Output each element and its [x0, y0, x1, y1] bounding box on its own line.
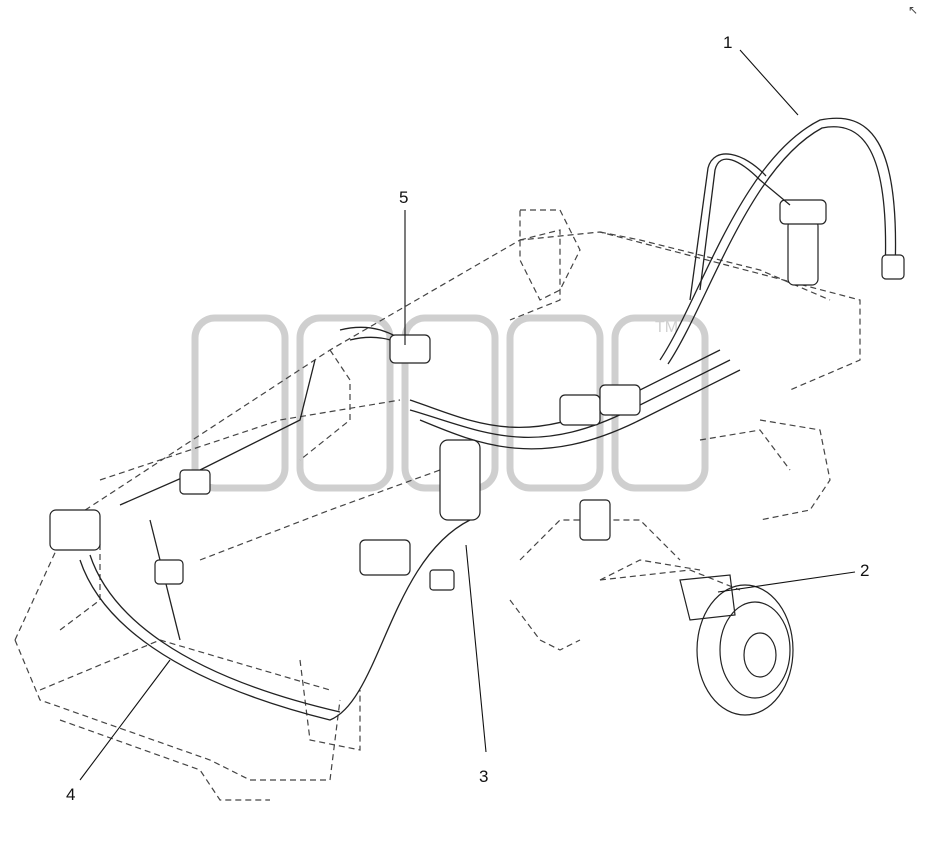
leader-3	[465, 544, 487, 753]
callout-1: 1	[723, 33, 732, 52]
corner-mark: ↖	[908, 3, 918, 17]
leader-lines	[79, 49, 856, 781]
callout-5: 5	[399, 188, 408, 207]
components	[49, 334, 641, 591]
leader-1	[739, 49, 799, 116]
filter-unit	[779, 199, 827, 286]
main-hoses	[79, 326, 741, 721]
callout-labels: 1 2 3 4 5	[66, 33, 869, 804]
callout-4: 4	[66, 785, 75, 804]
leader-4	[79, 659, 171, 781]
callout-3: 3	[479, 767, 488, 786]
watermark-tm: TM	[655, 319, 678, 336]
wheel-assembly	[599, 569, 794, 716]
leader-2	[717, 571, 856, 593]
callout-2: 2	[860, 561, 869, 580]
hose-group-1	[659, 117, 905, 365]
